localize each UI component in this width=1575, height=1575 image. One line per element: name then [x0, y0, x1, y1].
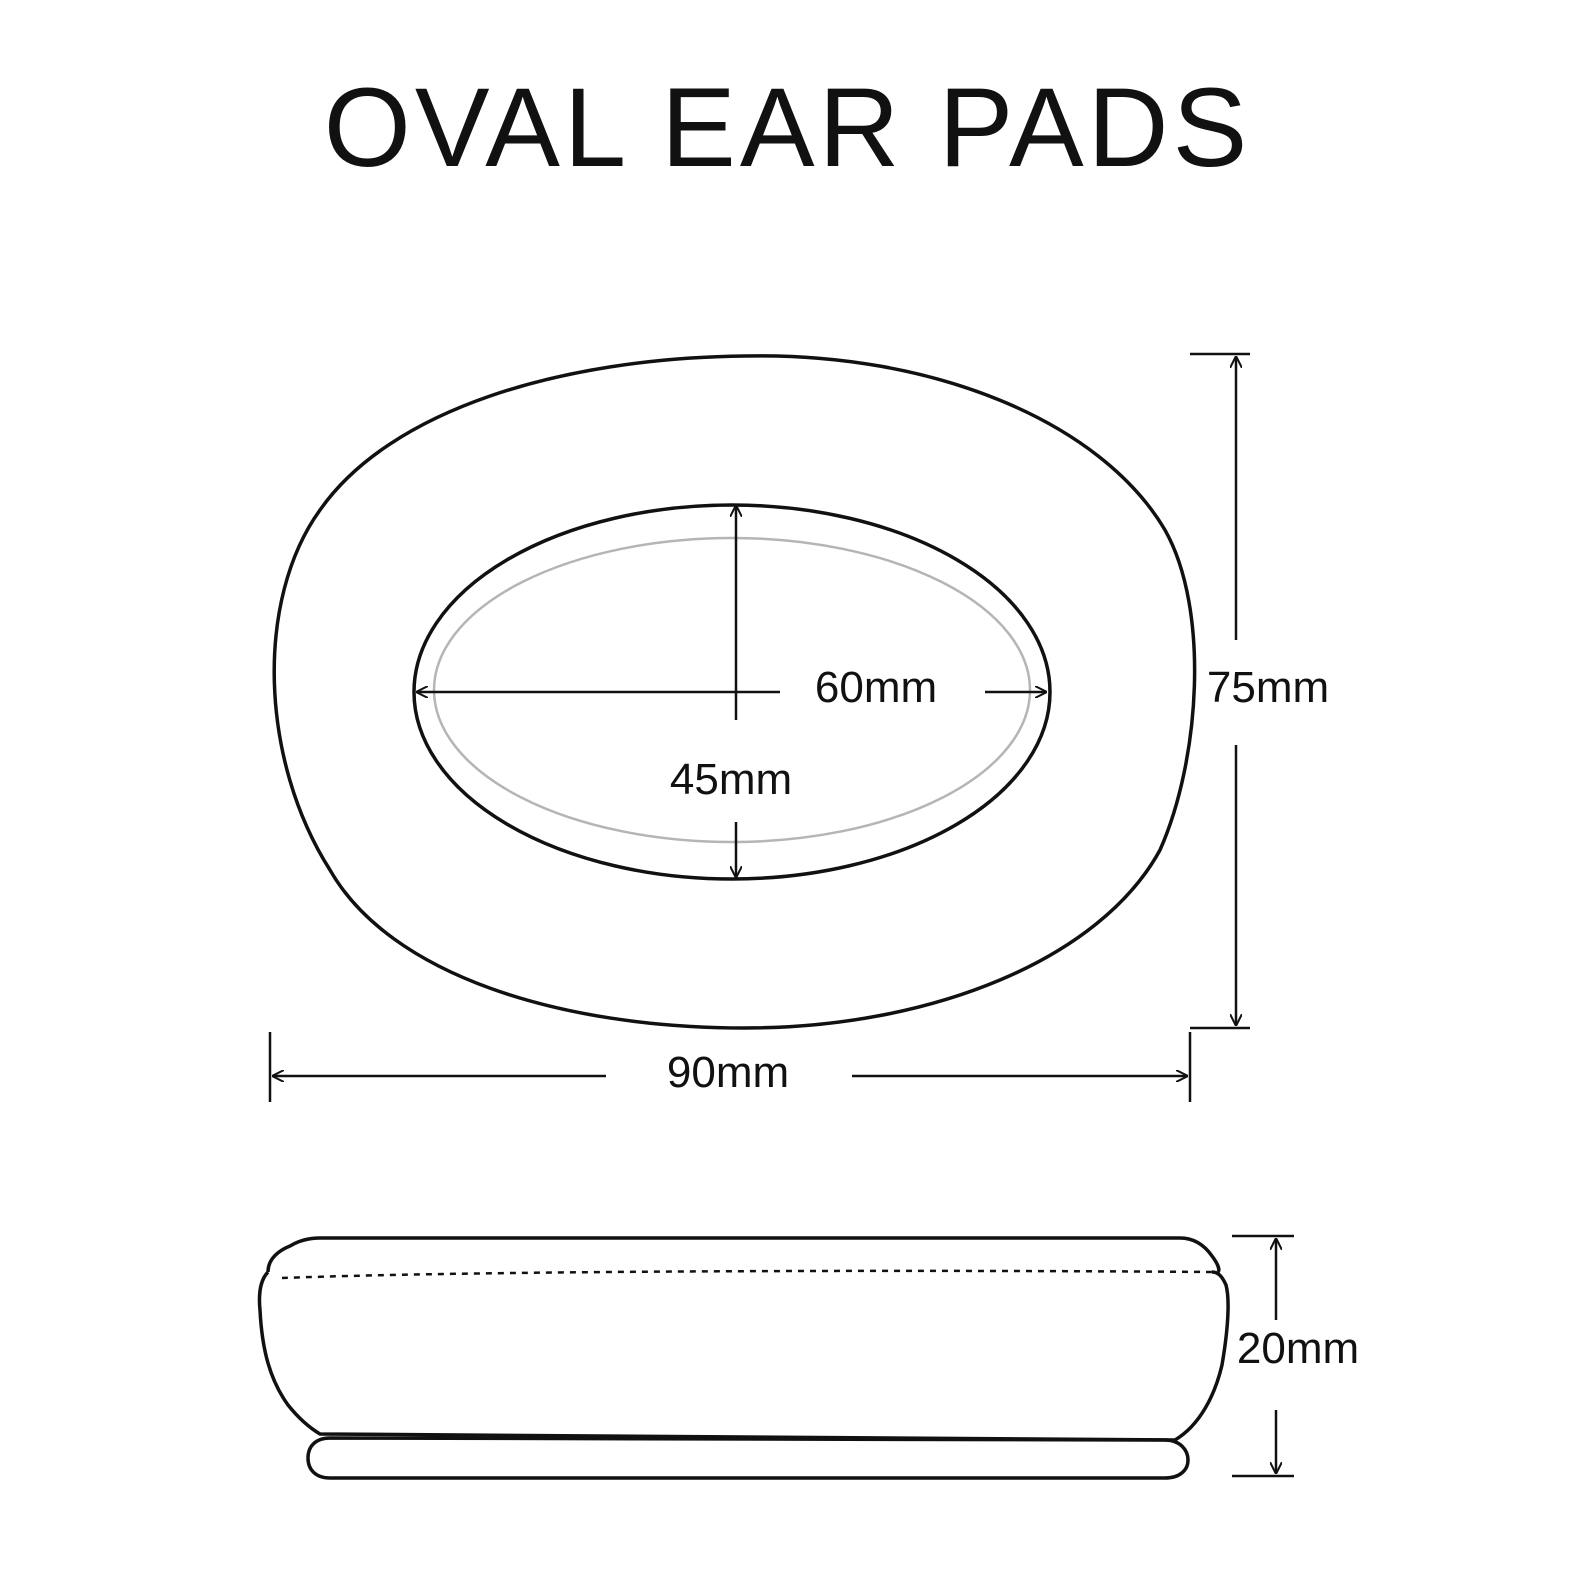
thickness-label: 20mm: [1237, 1324, 1359, 1373]
side-view-pad-body: [257, 1270, 1230, 1442]
outer-pad-outline: [272, 354, 1197, 1030]
inner-height-label: 45mm: [670, 755, 792, 804]
outer-height-label: 75mm: [1207, 663, 1329, 712]
inner-ring-line: [432, 536, 1032, 844]
side-view-base-plate: [306, 1436, 1190, 1480]
page-title: OVAL EAR PADS: [323, 65, 1252, 190]
inner-width-label: 60mm: [815, 663, 937, 712]
outer-width-label: 90mm: [667, 1048, 789, 1097]
side-view-seam-line: [281, 1269, 1213, 1280]
side-view-top-cap: [266, 1236, 1221, 1274]
